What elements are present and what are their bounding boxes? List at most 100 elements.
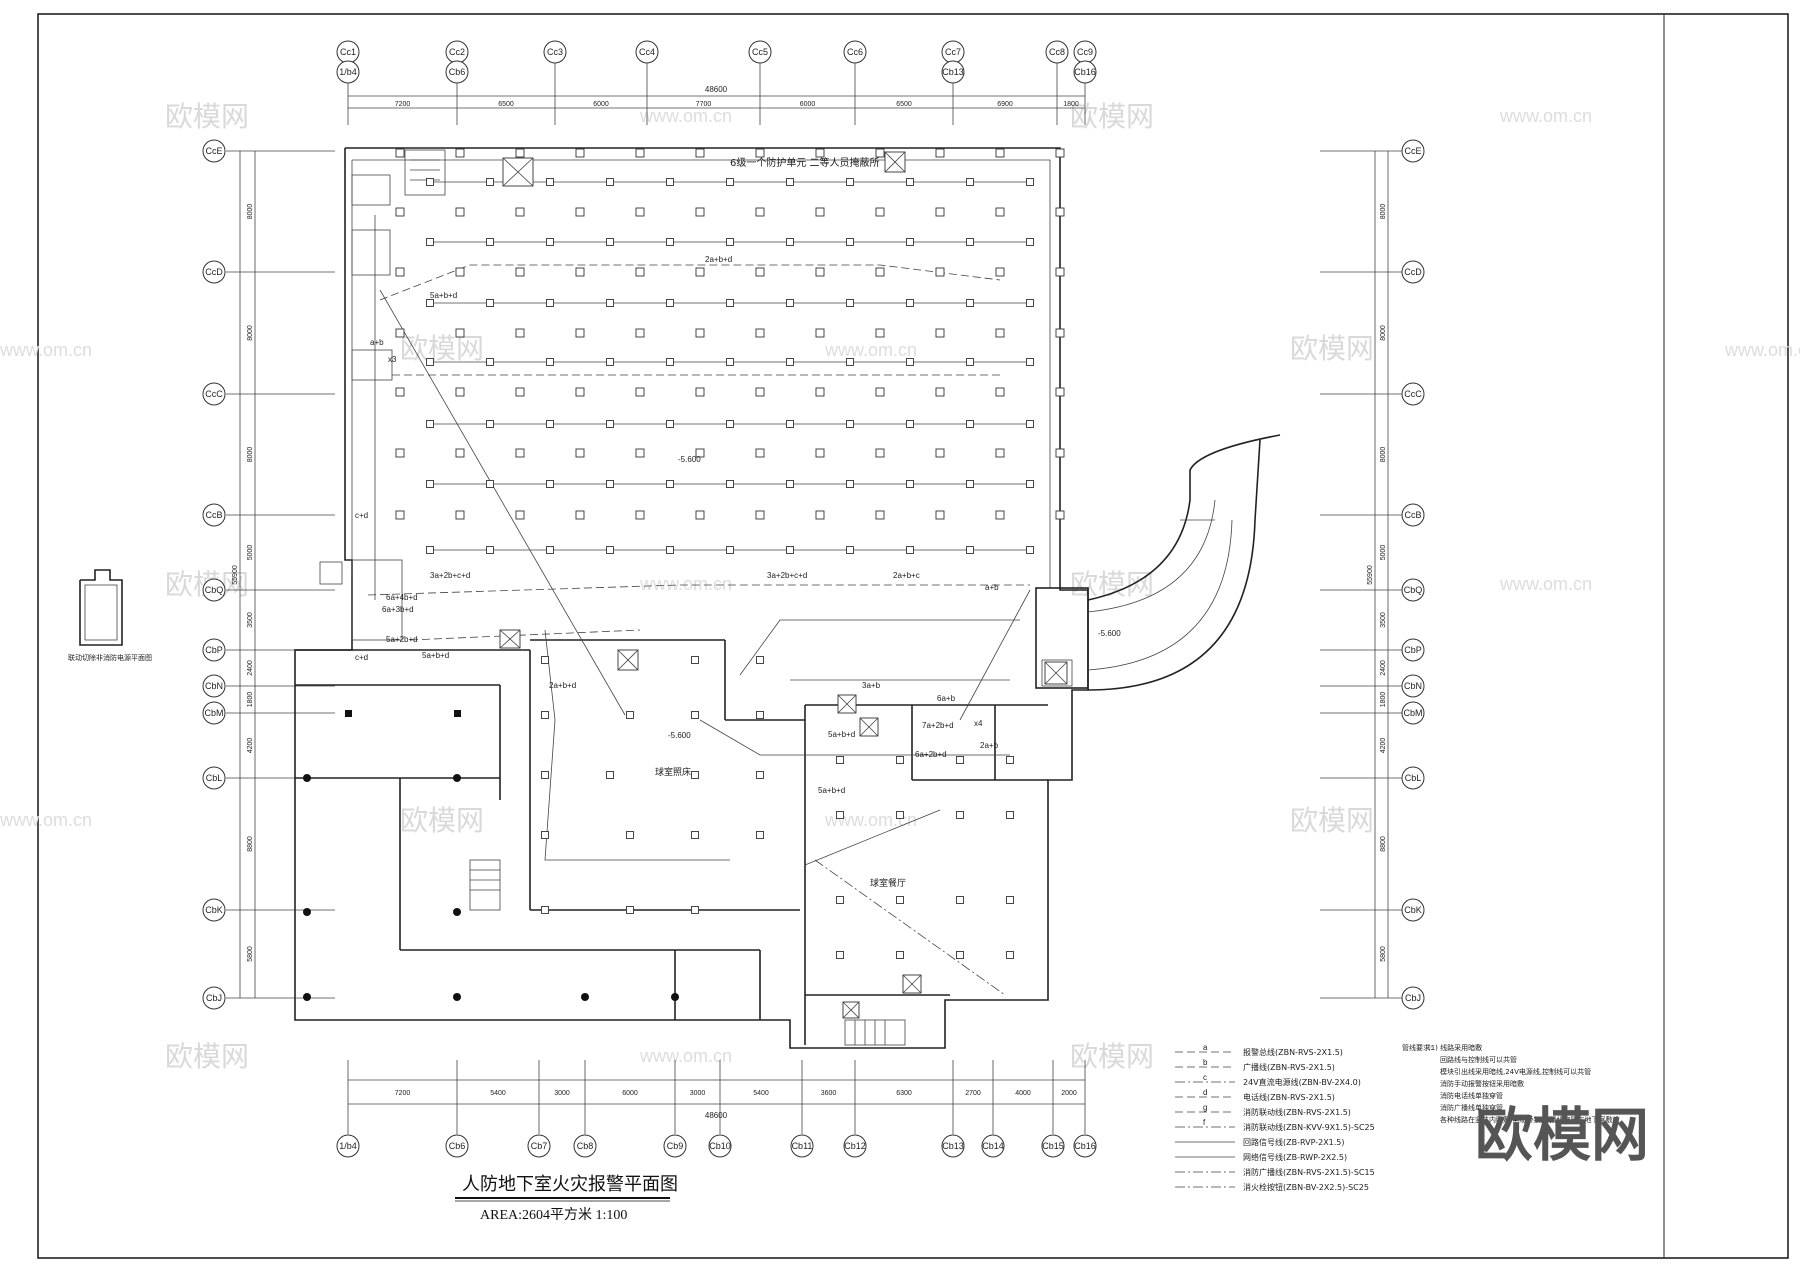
axis-bubble	[202, 701, 226, 725]
axis-label: Cc2	[449, 47, 465, 57]
axis-label: Cb9	[667, 1141, 684, 1151]
smoke-detector	[755, 510, 765, 520]
smoke-detector	[541, 656, 549, 664]
legend-code: d	[1203, 1088, 1207, 1097]
smoke-detector	[956, 951, 964, 959]
smoke-detector	[455, 267, 465, 277]
dim-label: 3500	[247, 612, 254, 628]
axis-label: CbL	[1405, 773, 1422, 783]
axis-bubble	[1401, 578, 1425, 602]
level-mark: -5.600	[678, 455, 701, 464]
smoke-detector	[486, 480, 494, 488]
axis-bubble	[1401, 139, 1425, 163]
dim-label: 7700	[696, 101, 712, 108]
wire-label: 6a+4b+d	[386, 593, 418, 602]
level-mark: -5.600	[668, 731, 691, 740]
smoke-detector	[995, 148, 1005, 158]
smoke-detector	[786, 238, 794, 246]
smoke-detector	[606, 358, 614, 366]
axis-bubble	[573, 1134, 597, 1158]
axis-label: Cb16	[1074, 1141, 1096, 1151]
smoke-detector	[606, 420, 614, 428]
smoke-detector	[541, 711, 549, 719]
smoke-detector	[486, 299, 494, 307]
smoke-detector	[395, 267, 405, 277]
axis-label: CbQ	[205, 585, 224, 595]
smoke-detector	[846, 480, 854, 488]
smoke-detector	[546, 420, 554, 428]
axis-label: Cc3	[547, 47, 563, 57]
smoke-detector	[635, 448, 645, 458]
axis-label: Cb11	[792, 1141, 813, 1151]
smoke-detector	[486, 178, 494, 186]
smoke-detector	[691, 831, 699, 839]
smoke-detector	[691, 711, 699, 719]
smoke-detector	[515, 387, 525, 397]
axis-label: CbK	[205, 905, 223, 915]
axis-bubble	[202, 766, 226, 790]
smoke-detector	[815, 207, 825, 217]
dim-label: 5000	[1380, 545, 1387, 561]
watermark-url: www.om.cn	[824, 340, 917, 360]
axis-label: Cb8	[577, 1141, 594, 1151]
axis-label: CbJ	[206, 993, 222, 1003]
smoke-detector	[635, 510, 645, 520]
smoke-detector	[426, 420, 434, 428]
smoke-detector	[635, 267, 645, 277]
drawing-title: 人防地下室火灾报警平面图	[462, 1174, 678, 1194]
wire-label: 3a+2b+c+d	[767, 571, 807, 580]
dim-label: 3000	[554, 1090, 570, 1097]
dim-label: 6300	[896, 1090, 912, 1097]
smoke-detector	[956, 896, 964, 904]
equipment-boxes	[499, 151, 1068, 1019]
note-line: 回路线与控制线可以共管	[1440, 1055, 1517, 1064]
smoke-detector	[455, 510, 465, 520]
wire-label: 5a+b+d	[828, 730, 855, 739]
smoke-detector	[815, 328, 825, 338]
smoke-detector	[815, 387, 825, 397]
axis-label: Cb10	[709, 1141, 731, 1151]
smoke-detector	[896, 756, 904, 764]
smoke-detector	[896, 896, 904, 904]
watermark-url: www.om.cn	[824, 810, 917, 830]
axis-label: CcC	[205, 389, 223, 399]
smoke-detector	[906, 480, 914, 488]
axis-label: Cb6	[449, 1141, 466, 1151]
smoke-detector	[515, 207, 525, 217]
smoke-detector	[546, 480, 554, 488]
legend-code: a	[1203, 1043, 1208, 1052]
dim-label: 8000	[1380, 325, 1387, 341]
smoke-detector	[786, 480, 794, 488]
wire-label: 6a+3b+d	[382, 605, 414, 614]
wire-label: 2a+b+d	[549, 681, 576, 690]
watermark-cn: 欧模网	[400, 332, 484, 365]
smoke-detector	[575, 207, 585, 217]
smoke-detector	[896, 951, 904, 959]
smoke-detector	[455, 448, 465, 458]
smoke-detector	[995, 328, 1005, 338]
smoke-detector	[966, 238, 974, 246]
smoke-detector	[695, 328, 705, 338]
smoke-detector	[426, 358, 434, 366]
axis-bubble	[527, 1134, 551, 1158]
smoke-detector	[755, 148, 765, 158]
watermark-url: www.om.cn	[1724, 340, 1800, 360]
smoke-detector	[455, 148, 465, 158]
smoke-detector	[606, 178, 614, 186]
smoke-detector	[726, 238, 734, 246]
smoke-detector	[956, 811, 964, 819]
wire-label: a+b	[985, 583, 999, 592]
smoke-detector	[606, 771, 614, 779]
smoke-detector	[755, 448, 765, 458]
axis-bubble	[202, 986, 226, 1010]
dim-total: 48600	[705, 85, 728, 94]
axis-label: CbP	[1404, 645, 1422, 655]
axis-bubble	[941, 1134, 965, 1158]
axis-bubble	[202, 382, 226, 406]
smoke-detector	[426, 238, 434, 246]
smoke-detector	[756, 711, 764, 719]
axis-label: CcB	[205, 510, 222, 520]
note-line: 消防广播线单独穿管	[1440, 1103, 1503, 1112]
axis-label: CbN	[1404, 681, 1422, 691]
